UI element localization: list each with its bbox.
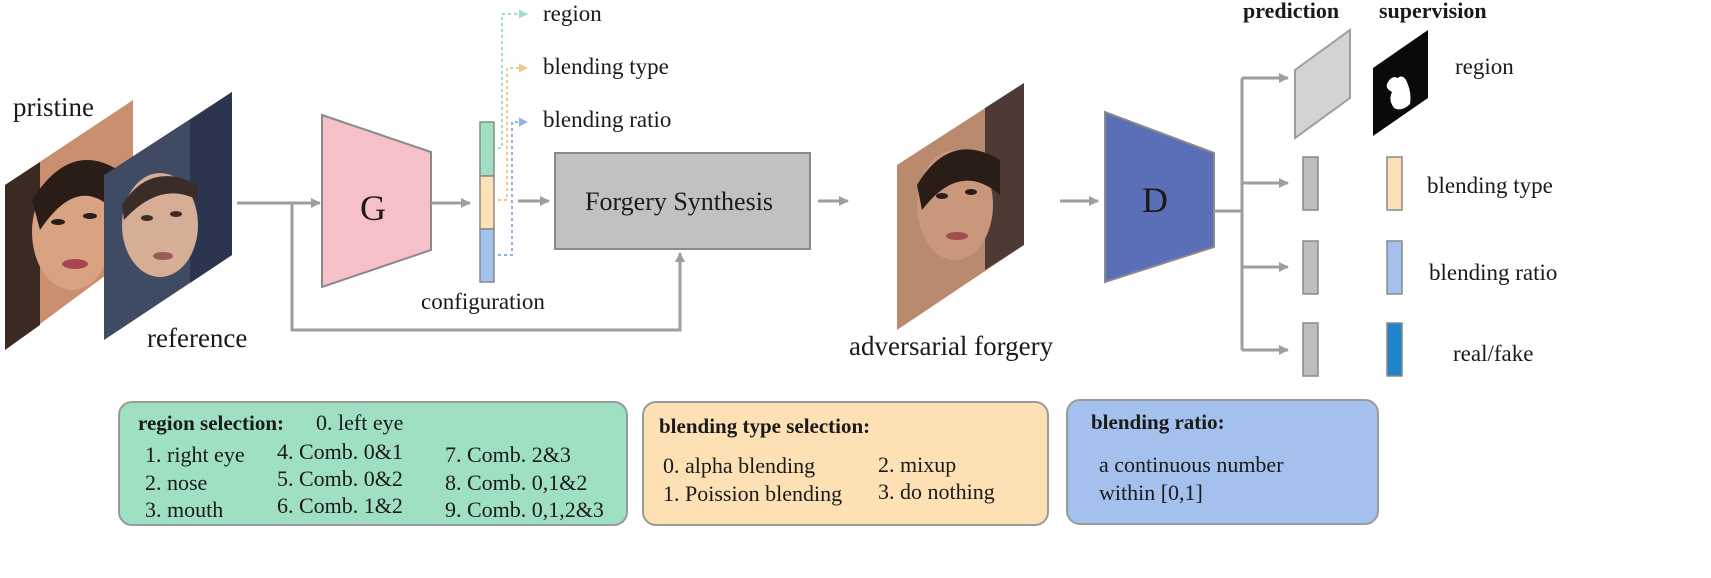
prediction-header: prediction bbox=[1243, 0, 1340, 23]
pristine-label: pristine bbox=[13, 92, 94, 122]
blending-type-option-1: 1. Poission blending bbox=[663, 481, 843, 506]
generator-block bbox=[321, 113, 432, 289]
supervision-blending-type-bar bbox=[1386, 156, 1403, 211]
region-option-2: 2. nose bbox=[145, 470, 208, 495]
blending-ratio-line-1: a continuous number bbox=[1099, 452, 1284, 477]
blending-type-selection-box: blending type selection: 0. alpha blendi… bbox=[642, 401, 1049, 526]
supervision-blending-ratio-label: blending ratio bbox=[1429, 260, 1558, 285]
supervision-real-fake-label: real/fake bbox=[1453, 341, 1534, 366]
generator-label: G bbox=[360, 188, 386, 228]
prediction-blending-ratio-bar bbox=[1302, 240, 1319, 295]
output-blending-ratio-label: blending ratio bbox=[543, 107, 672, 132]
supervision-real-fake-bar bbox=[1386, 322, 1403, 377]
region-selection-title: region selection: bbox=[138, 411, 284, 435]
adversarial-forgery-label: adversarial forgery bbox=[849, 331, 1054, 361]
supervision-blending-type-label: blending type bbox=[1427, 173, 1553, 198]
region-option-5: 5. Comb. 0&2 bbox=[277, 466, 403, 491]
region-option-6: 6. Comb. 1&2 bbox=[277, 493, 403, 518]
prediction-real-fake-bar bbox=[1302, 322, 1319, 377]
region-option-0: 0. left eye bbox=[316, 410, 404, 435]
pristine-face-image bbox=[5, 100, 133, 350]
region-option-9: 9. Comb. 0,1,2&3 bbox=[445, 497, 604, 522]
blending-ratio-title: blending ratio: bbox=[1091, 410, 1225, 434]
region-option-1: 1. right eye bbox=[145, 442, 245, 467]
reference-label: reference bbox=[147, 323, 248, 353]
region-option-4: 4. Comb. 0&1 bbox=[277, 439, 403, 464]
supervision-header: supervision bbox=[1379, 0, 1487, 23]
blending-type-selection-title: blending type selection: bbox=[659, 414, 871, 438]
output-blending-type-label: blending type bbox=[543, 54, 669, 79]
configuration-vector bbox=[479, 121, 495, 283]
region-selection-box: region selection: 0. left eye 1. right e… bbox=[118, 401, 628, 526]
blending-type-option-0: 0. alpha blending bbox=[663, 453, 816, 478]
prediction-blending-type-bar bbox=[1302, 156, 1319, 211]
supervision-blending-ratio-bar bbox=[1386, 240, 1403, 295]
region-option-3: 3. mouth bbox=[145, 497, 224, 522]
reference-face-image bbox=[104, 92, 232, 340]
discriminator-block bbox=[1104, 110, 1215, 284]
configuration-label: configuration bbox=[421, 289, 545, 314]
forgery-synthesis-label: Forgery Synthesis bbox=[585, 187, 774, 216]
blending-type-option-2: 2. mixup bbox=[878, 452, 957, 477]
region-option-8: 8. Comb. 0,1&2 bbox=[445, 470, 588, 495]
discriminator-label: D bbox=[1142, 180, 1168, 220]
blending-ratio-line-2: within [0,1] bbox=[1099, 480, 1203, 505]
forgery-synthesis-block bbox=[554, 152, 811, 250]
output-region-label: region bbox=[543, 1, 602, 26]
supervision-region-label: region bbox=[1455, 54, 1514, 79]
supervision-region-mask bbox=[1373, 30, 1428, 136]
region-option-7: 7. Comb. 2&3 bbox=[445, 442, 571, 467]
adversarial-forgery-image bbox=[897, 83, 1024, 330]
prediction-region-map bbox=[1294, 28, 1351, 140]
blending-type-option-3: 3. do nothing bbox=[878, 479, 995, 504]
blending-ratio-box: blending ratio: a continuous number with… bbox=[1066, 399, 1379, 525]
